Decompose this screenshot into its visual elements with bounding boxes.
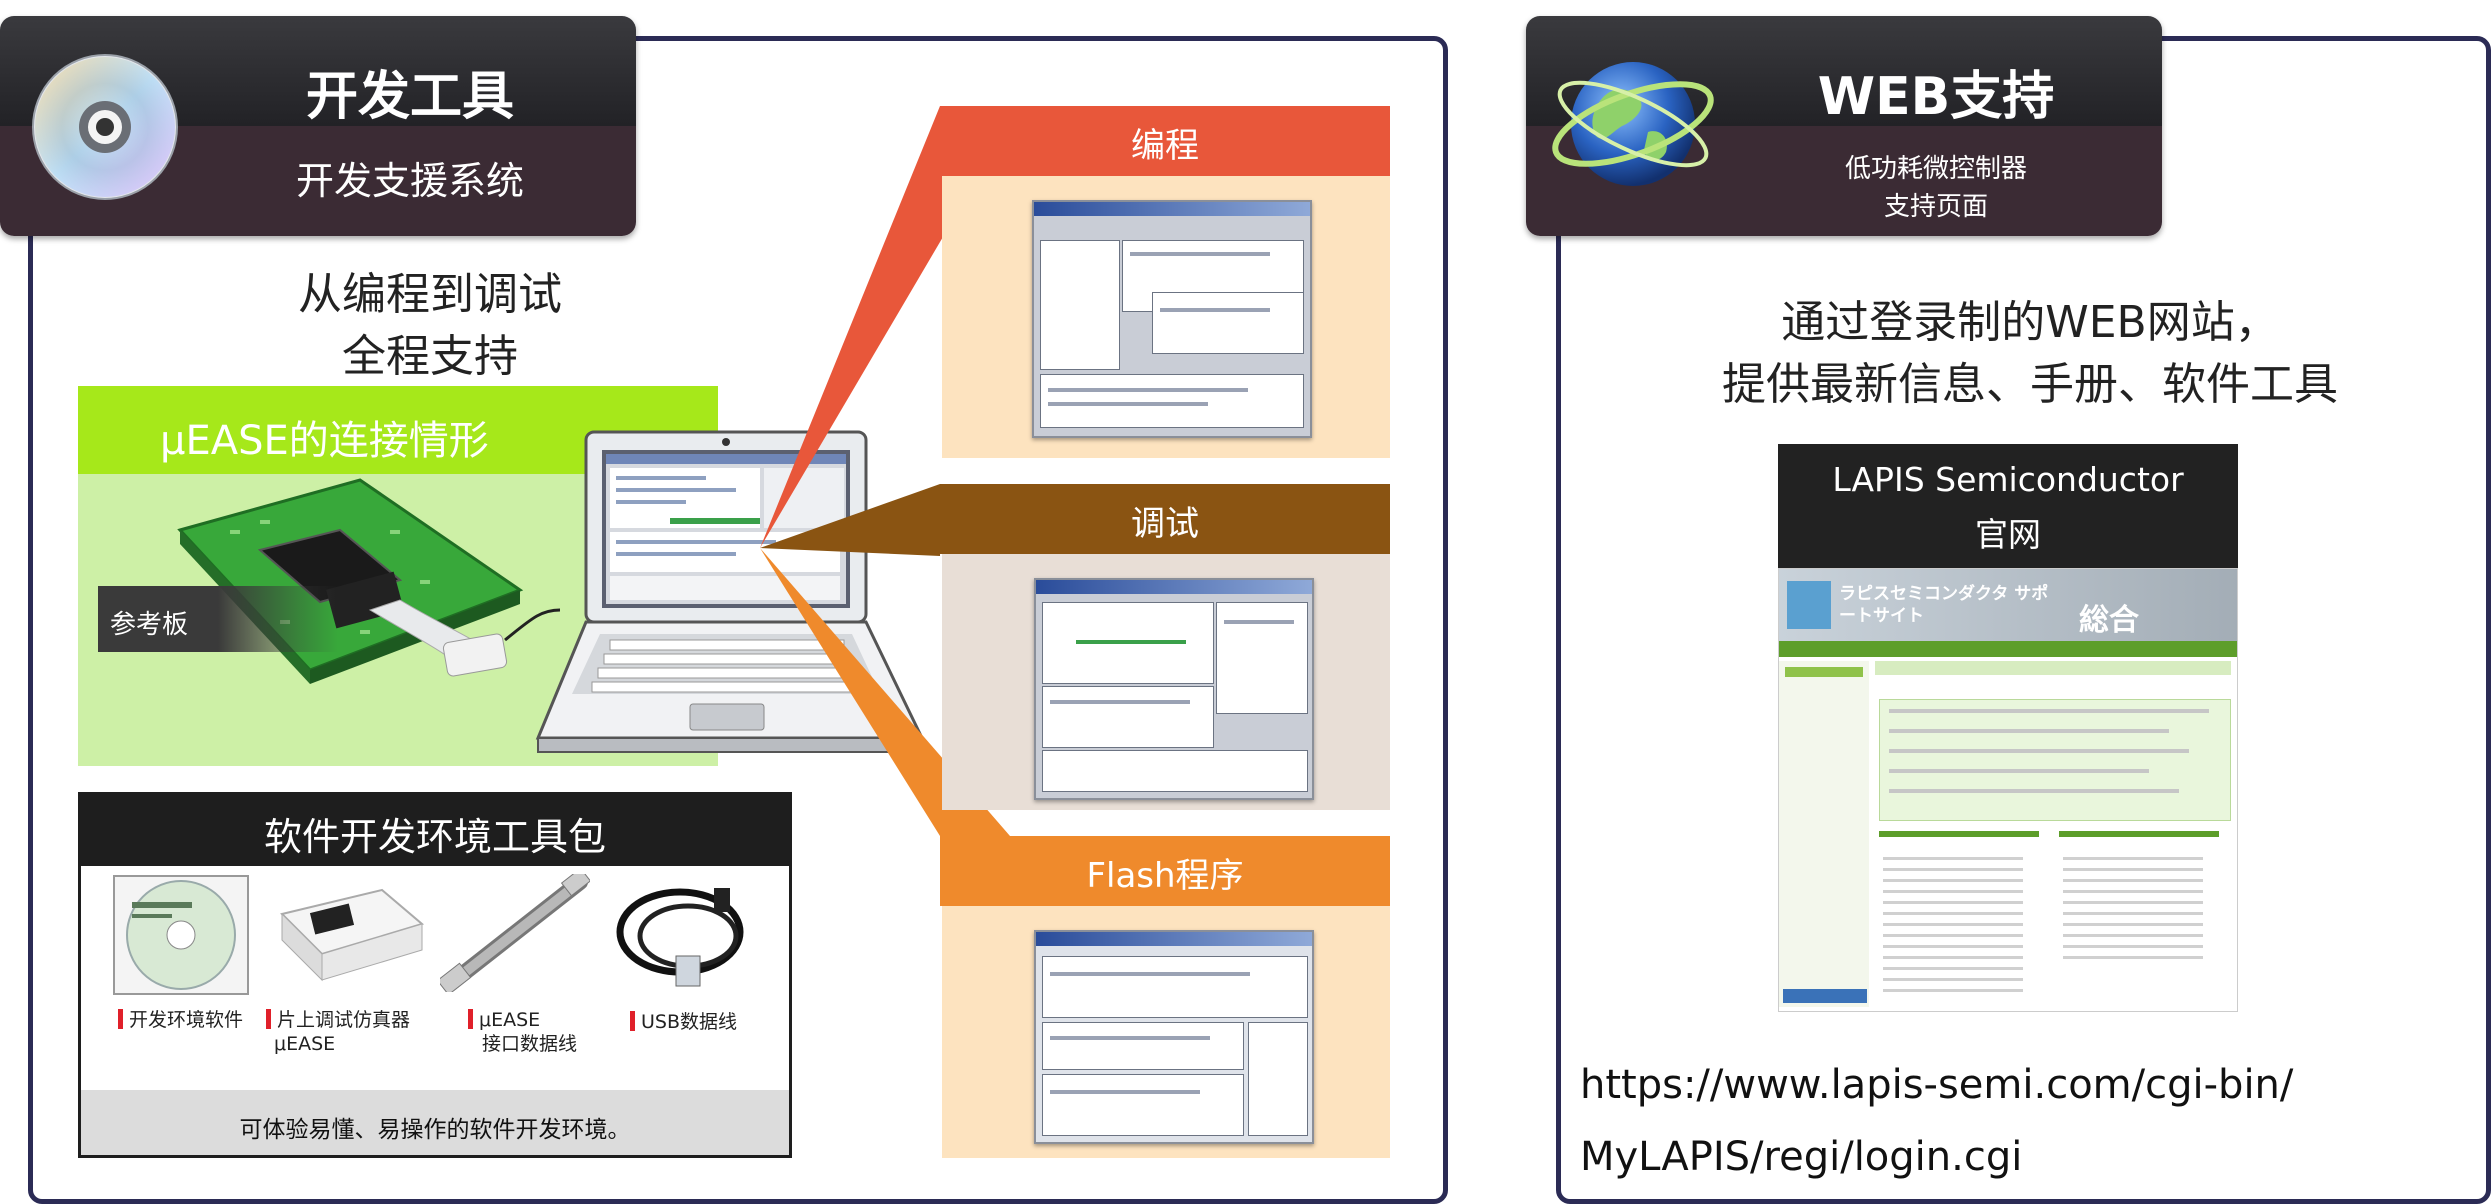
- site-card-title-line1: LAPIS Semiconductor: [1832, 460, 2184, 499]
- toolkit-item-usb-cable: USB数据线: [630, 1010, 737, 1034]
- site-screenshot: ラピスセミコンダクタ サポートサイト 総合INDEX: [1778, 568, 2238, 1012]
- stage-programming-label: 编程: [1131, 126, 1199, 166]
- site-card-header: [1778, 444, 2238, 568]
- stage-debug-bar: [940, 484, 1390, 554]
- red-bar-marker: [468, 1009, 473, 1029]
- toolkit-footer: 可体验易懂、易操作的软件开发环境。: [239, 1117, 631, 1143]
- interface-cable-image: [440, 874, 590, 992]
- stage-flash-screenshot: [1034, 930, 1314, 1144]
- dev-tools-title: 开发工具: [305, 67, 514, 127]
- reference-board-label: 参考板: [110, 610, 189, 640]
- web-support-subtitle-line1: 低功耗微控制器: [1844, 154, 2027, 184]
- emulator-device-image: [280, 888, 425, 982]
- red-bar-marker: [266, 1009, 271, 1029]
- red-bar-marker: [118, 1009, 123, 1029]
- web-support-title: WEB支持: [1817, 67, 2055, 127]
- dev-tools-heading-line1: 从编程到调试: [298, 269, 562, 320]
- reference-board-label-bg: [98, 586, 338, 652]
- stage-debug-label: 调试: [1131, 504, 1199, 544]
- software-cd-image: [113, 875, 249, 995]
- toolkit-item-emulator: 片上调试仿真器 μEASE: [266, 1008, 410, 1056]
- login-url-line1[interactable]: https://www.lapis-semi.com/cgi-bin/: [1580, 1062, 2294, 1108]
- stage-debug-screenshot: [1034, 578, 1314, 800]
- web-heading-line1: 通过登录制的WEB网站，: [1781, 297, 2279, 348]
- dev-tools-heading-line2: 全程支持: [342, 331, 518, 382]
- site-banner-text: ラピスセミコンダクタ サポートサイト: [1839, 584, 2049, 626]
- login-url-line2[interactable]: MyLAPIS/regi/login.cgi: [1580, 1134, 2023, 1180]
- stage-programming-screenshot: [1032, 200, 1312, 438]
- usb-cable-image: [616, 888, 744, 987]
- red-bar-marker: [630, 1011, 635, 1031]
- globe-icon: [1552, 62, 1714, 186]
- site-card-title-line2: 官网: [1975, 515, 2041, 554]
- dev-tools-subtitle: 开发支援系统: [295, 159, 524, 203]
- toolkit-footer-bg: [81, 1090, 789, 1155]
- stage-flash-bar: [940, 836, 1390, 906]
- toolkit-item-interface-cable: μEASE 接口数据线: [468, 1008, 577, 1056]
- stage-programming-bar: [940, 106, 1390, 176]
- web-heading-line2: 提供最新信息、手册、软件工具: [1722, 359, 2338, 410]
- cd-disc-icon: [32, 54, 178, 200]
- web-support-subtitle-line2: 支持页面: [1883, 192, 1988, 222]
- toolkit-title: 软件开发环境工具包: [263, 815, 606, 859]
- toolkit-header: [78, 792, 792, 866]
- stage-flash-label: Flash程序: [1086, 856, 1244, 896]
- toolkit-item-software: 开发环境软件: [118, 1008, 243, 1032]
- connection-title: μEASE的连接情形: [160, 418, 489, 464]
